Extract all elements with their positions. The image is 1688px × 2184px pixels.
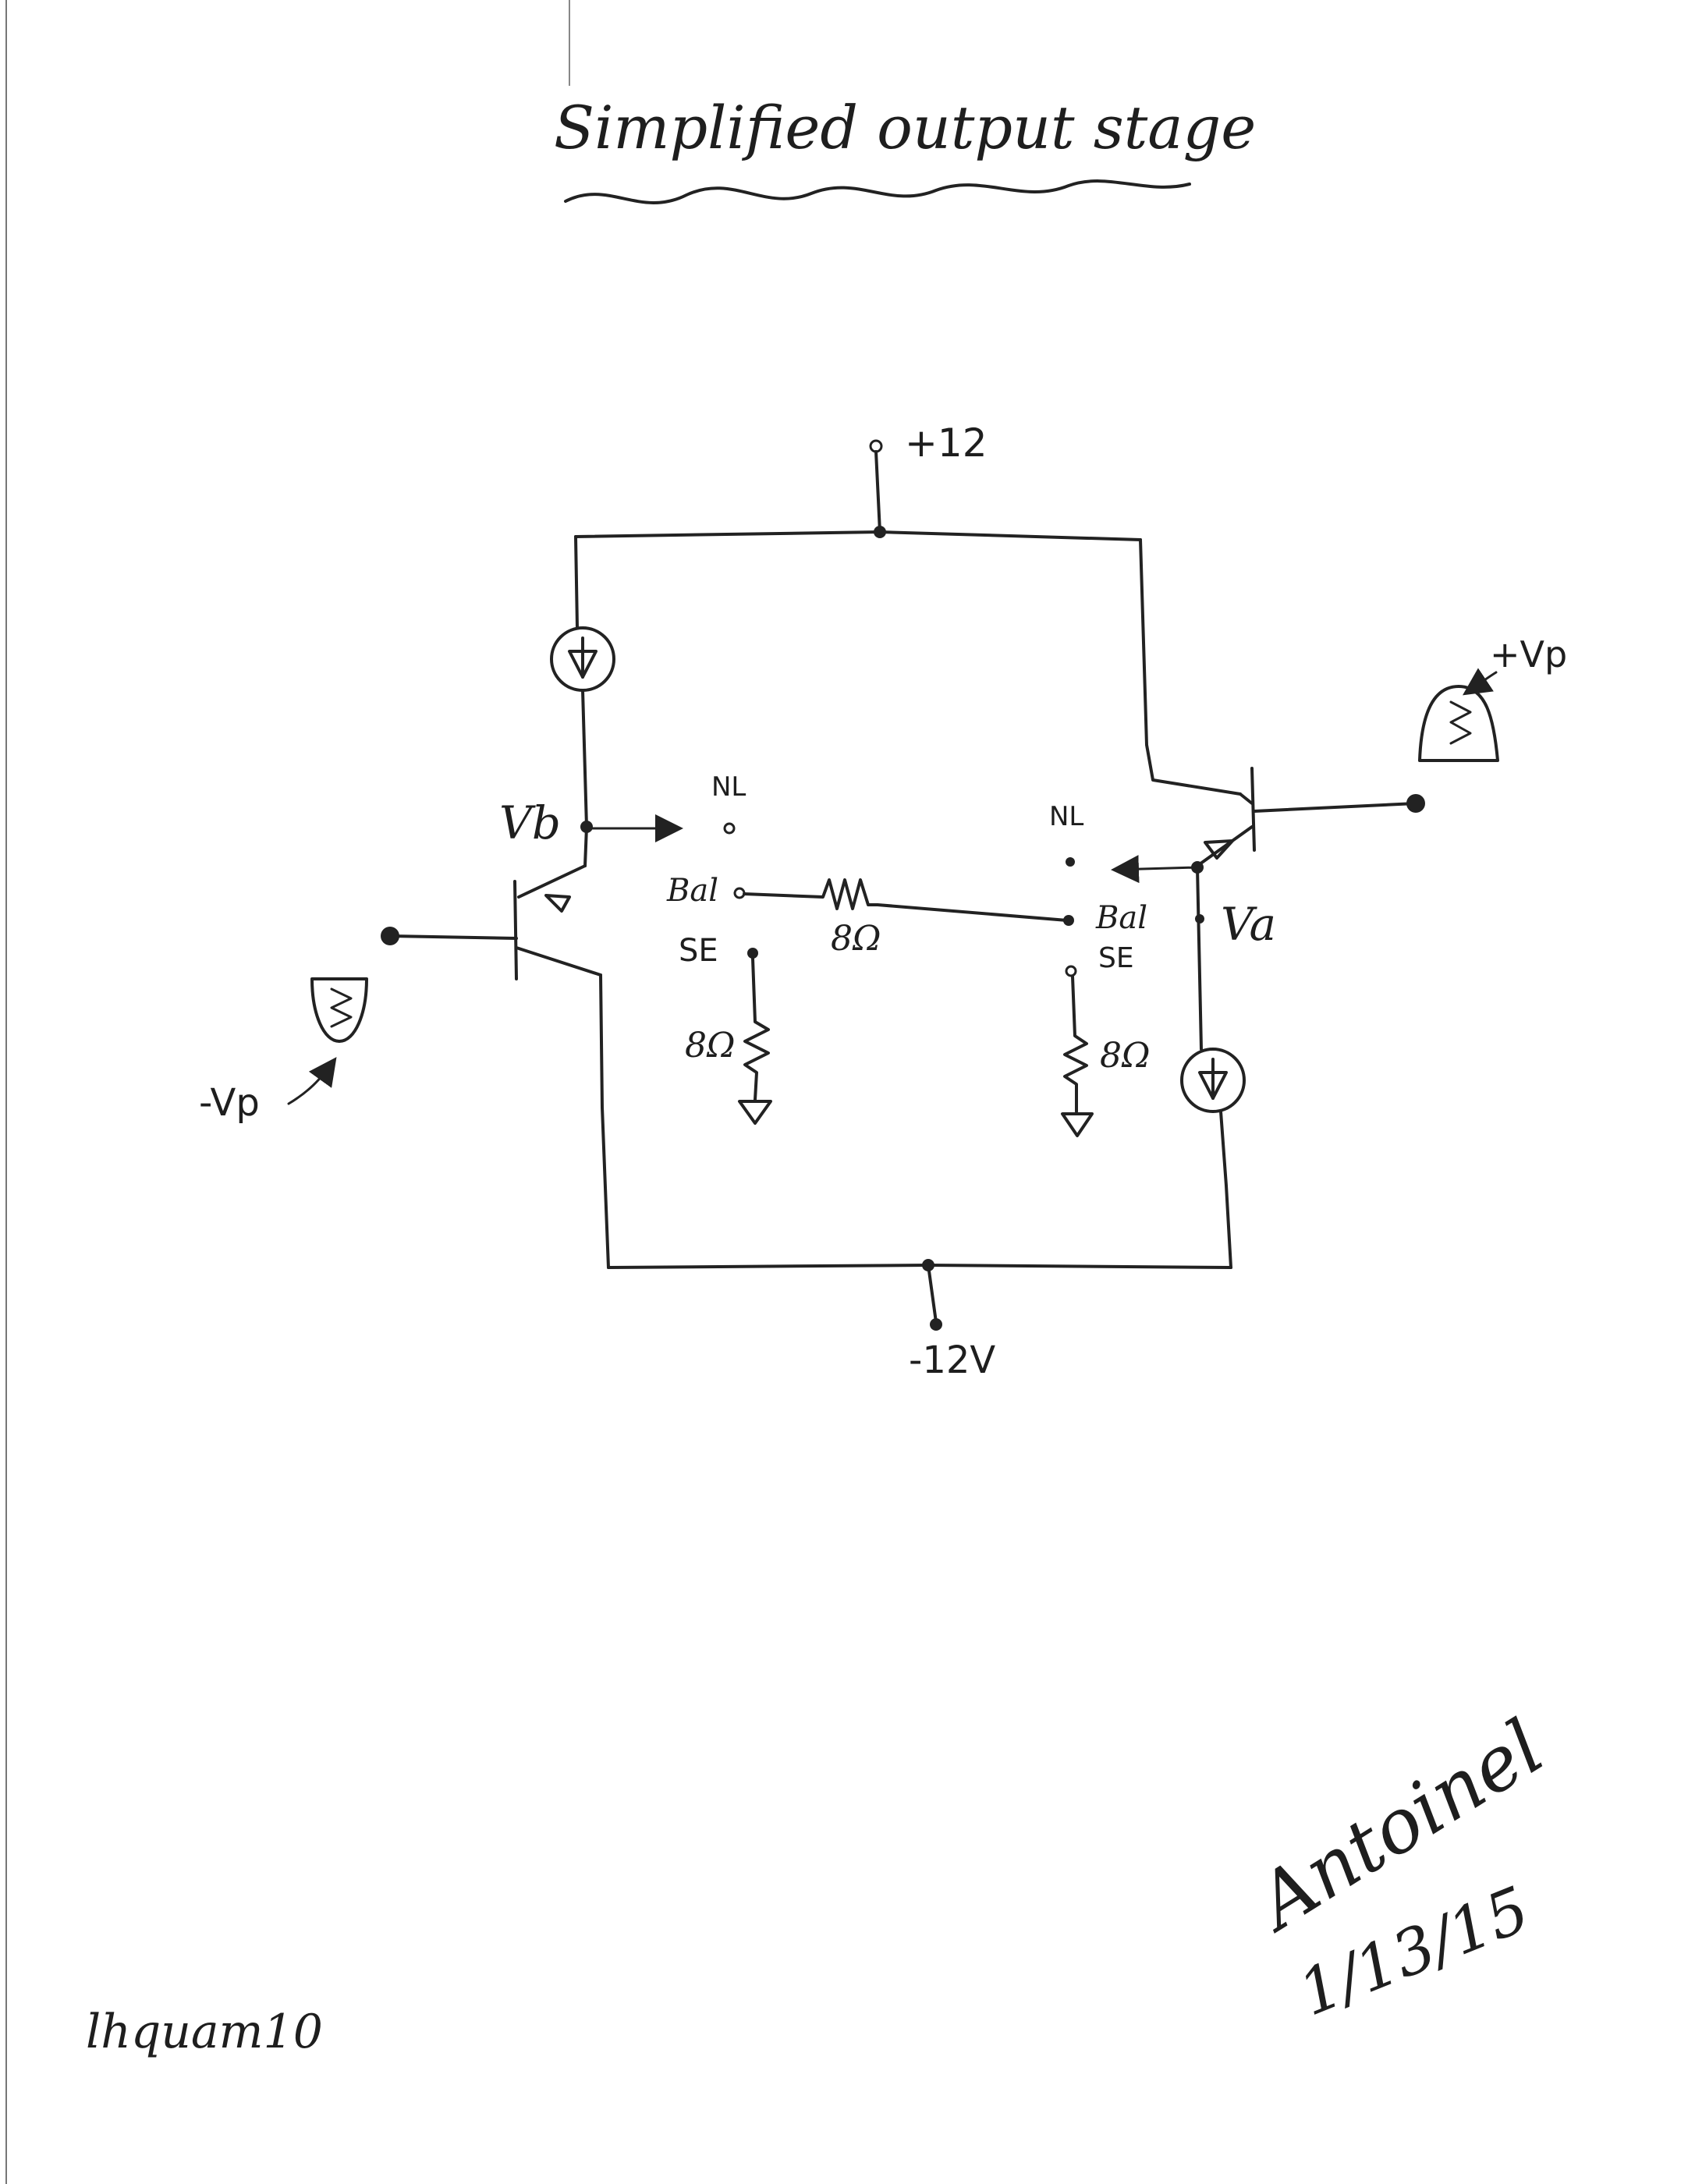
va-tap-dot bbox=[1195, 914, 1204, 924]
left-nl-terminal bbox=[723, 822, 736, 835]
left-upper-wire bbox=[574, 535, 579, 629]
negative-supply-terminal bbox=[930, 1318, 942, 1331]
right-bal-terminal bbox=[1063, 915, 1074, 926]
left-lower-wire bbox=[599, 973, 610, 1269]
left-ground-symbol bbox=[738, 1100, 772, 1125]
right-input-source bbox=[1418, 685, 1499, 762]
footer-left-text: lhquam10 bbox=[86, 2005, 323, 2059]
left-input-arrow bbox=[287, 1057, 337, 1105]
left-bal-terminal bbox=[733, 887, 746, 899]
positive-rail bbox=[574, 530, 1142, 541]
right-input-wire bbox=[1253, 802, 1417, 813]
right-bal-label: Bal bbox=[1095, 900, 1147, 936]
left-input-wire bbox=[388, 934, 518, 940]
negative-supply-label: -12V bbox=[909, 1338, 995, 1382]
left-se-terminal bbox=[747, 948, 758, 959]
right-se-label: SE bbox=[1098, 942, 1134, 974]
right-se-resistor bbox=[1063, 975, 1088, 1113]
right-transistor bbox=[1196, 767, 1256, 867]
positive-supply-label: +12 bbox=[905, 420, 988, 466]
right-mid-wire bbox=[1196, 866, 1203, 1051]
left-input-source bbox=[310, 977, 368, 1043]
right-nl-label: NL bbox=[1049, 801, 1083, 832]
vb-label: Vb bbox=[499, 796, 561, 849]
left-se-resistor bbox=[743, 957, 770, 1101]
right-ground-symbol bbox=[1061, 1112, 1094, 1137]
bal-resistor bbox=[743, 878, 1069, 922]
current-source-right bbox=[1180, 1048, 1246, 1113]
positive-supply-lead bbox=[874, 450, 881, 534]
va-probe-arrow bbox=[1111, 855, 1199, 884]
va-label: Va bbox=[1221, 898, 1276, 951]
positive-supply-terminal bbox=[869, 439, 883, 453]
right-input-terminal bbox=[1406, 794, 1425, 813]
left-nl-label: NL bbox=[711, 771, 746, 803]
right-upper-wire bbox=[1139, 538, 1242, 796]
left-transistor bbox=[513, 825, 602, 980]
right-se-resistor-value: 8Ω bbox=[1100, 1036, 1150, 1076]
right-nl-terminal bbox=[1066, 857, 1075, 867]
bal-resistor-value: 8Ω bbox=[831, 919, 881, 959]
title-underline bbox=[564, 179, 1191, 204]
right-input-label: +Vp bbox=[1490, 633, 1567, 675]
page-title: Simplified output stage bbox=[554, 93, 1256, 162]
current-source-left bbox=[550, 626, 615, 692]
left-input-label: -Vp bbox=[199, 1081, 260, 1125]
left-se-resistor-value: 8Ω bbox=[685, 1026, 735, 1065]
right-input-arrow bbox=[1463, 668, 1498, 696]
left-bal-label: Bal bbox=[666, 873, 718, 909]
left-se-label: SE bbox=[679, 933, 718, 969]
left-mid-wire bbox=[581, 689, 588, 828]
right-lower-wire bbox=[1219, 1110, 1232, 1269]
negative-supply-lead bbox=[927, 1264, 938, 1324]
right-se-terminal bbox=[1065, 965, 1077, 977]
negative-rail bbox=[607, 1264, 1232, 1269]
